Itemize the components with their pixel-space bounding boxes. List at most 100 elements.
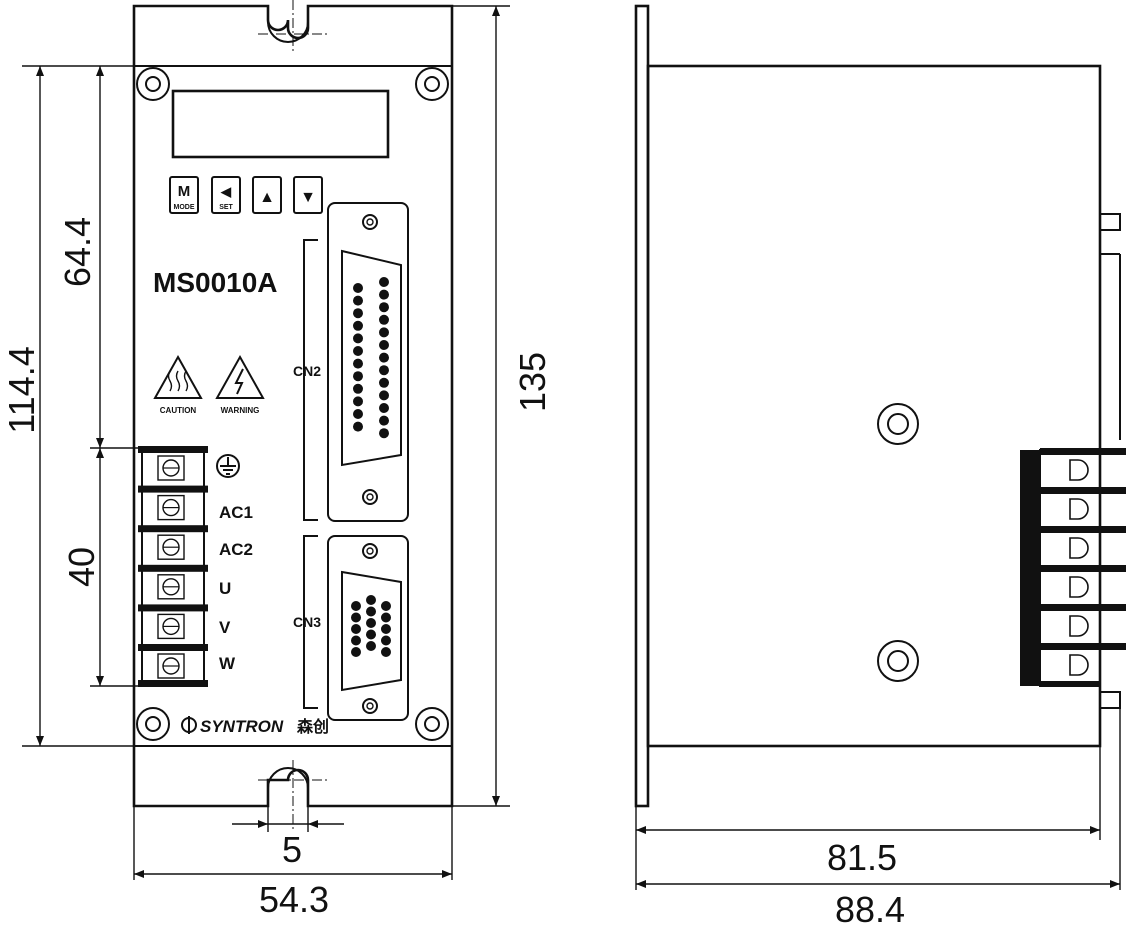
terminal-separator (138, 446, 208, 453)
display-window (171, 89, 390, 159)
side-terminal-screw (1069, 654, 1089, 676)
cn3-pin (366, 629, 376, 640)
side-terminal-separator (1040, 681, 1100, 687)
terminal-slot (157, 455, 185, 481)
up-button[interactable]: ▲ (252, 176, 282, 214)
cn2-pin (353, 383, 363, 394)
terminal-slot (157, 574, 185, 600)
overall-height-value: 135 (512, 352, 553, 412)
set-button-caption: SET (219, 204, 233, 211)
cn3-pin (351, 624, 361, 634)
side-terminal-block (1020, 448, 1126, 687)
cn2-pin (353, 320, 363, 331)
terminal-separator (138, 604, 208, 612)
side-terminal-separator (1040, 565, 1126, 572)
side-terminal-separator (1040, 643, 1126, 650)
brand-cjk: 森创 (297, 717, 329, 736)
warning-caption: WARNING (221, 406, 260, 415)
side-terminal-screw (1069, 459, 1089, 481)
cn2-connector (327, 202, 409, 522)
cn3-pin (381, 647, 391, 657)
cn2-pin (379, 302, 389, 313)
top-slot (267, 6, 309, 43)
up-button-symbol: ▲ (259, 189, 275, 206)
side-body (646, 64, 1102, 748)
cn3-pin (366, 606, 376, 617)
front-dimensions: 114.4 64.4 40 135 5 54.3 (1, 5, 553, 920)
cn3-pin (351, 647, 361, 657)
cn2-pin (353, 396, 363, 407)
terminal-block (138, 446, 208, 687)
terminal-label-ac2: AC2 (219, 540, 253, 559)
cn2-pin (379, 352, 389, 363)
cn2-pin (379, 428, 389, 439)
cn2-pin (379, 403, 389, 413)
cn2-pin (379, 365, 389, 376)
hot-surface-icon (153, 354, 203, 399)
brand-logo: SYNTRON 森创 (181, 716, 329, 736)
cn2-pin (379, 327, 389, 338)
down-button[interactable]: ▼ (293, 176, 323, 214)
electric-shock-icon (215, 354, 265, 399)
front-view: M MODE ◀ SET ▲ ▼ MS0010A CAUTION (132, 0, 454, 830)
side-terminal-screw (1069, 576, 1089, 598)
cn2-pin (353, 333, 363, 344)
mode-button-caption: MODE (174, 204, 195, 211)
screw-top-left (136, 67, 170, 101)
cn2-pin (353, 358, 363, 369)
cn3-pins (351, 595, 391, 657)
side-dimensions: 81.5 88.4 (635, 708, 1121, 928)
side-terminal-separator (1040, 448, 1126, 455)
cn2-pin (353, 308, 363, 319)
side-view (634, 4, 1126, 808)
cn3-pin (381, 612, 391, 623)
cn3-pin (366, 641, 376, 651)
upper-height-value: 64.4 (57, 217, 98, 287)
side-terminal-separator (1040, 526, 1126, 533)
mode-button-symbol: M (178, 183, 191, 200)
cn2-bracket (303, 239, 318, 521)
cn3-pin (351, 612, 361, 623)
down-button-symbol: ▼ (300, 189, 316, 206)
set-button[interactable]: ◀ SET (211, 176, 241, 214)
cn3-pin (366, 595, 376, 605)
terminal-label-ac1: AC1 (219, 503, 253, 522)
keypad: M MODE ◀ SET ▲ ▼ (169, 176, 323, 214)
side-terminal-screw (1069, 615, 1089, 637)
cn2-pin (379, 377, 389, 388)
terminal-slot (157, 494, 185, 521)
cn3-bracket (303, 535, 318, 709)
terminal-separator (138, 564, 208, 572)
screw-top-right (415, 67, 449, 101)
terminal-slot (157, 613, 185, 640)
cn2-pin (379, 390, 389, 401)
cn2-pin (353, 283, 363, 293)
cn2-pins (353, 277, 389, 439)
side-terminal-separator (1040, 487, 1126, 494)
caution-caption: CAUTION (160, 406, 197, 415)
width-value: 54.3 (259, 879, 329, 920)
mounting-plate-outline (132, 4, 454, 808)
slot-width-value: 5 (282, 829, 302, 870)
terminal-separator (138, 644, 208, 651)
cn2-pin (379, 277, 389, 287)
terminal-slot (157, 534, 185, 560)
terminal-slot (157, 653, 185, 679)
side-top-tab (1099, 213, 1121, 231)
side-bottom-tab (1099, 691, 1121, 709)
mode-button[interactable]: M MODE (169, 176, 199, 214)
side-terminal-screw (1069, 498, 1089, 520)
cn2-label: CN2 (293, 363, 321, 379)
set-button-symbol: ◀ (220, 184, 232, 199)
cn2-pin (353, 295, 363, 306)
terminal-height-value: 40 (61, 547, 102, 587)
total-depth-value: 88.4 (835, 889, 905, 928)
cn3-pin (351, 601, 361, 611)
side-terminal-separator (1040, 604, 1126, 611)
cn3-pin (381, 624, 391, 634)
model-label: MS0010A (153, 267, 278, 298)
terminal-label-u: U (219, 579, 231, 598)
cn2-pin (379, 314, 389, 325)
cn2-pin (353, 409, 363, 419)
cn2-pin (353, 346, 363, 356)
